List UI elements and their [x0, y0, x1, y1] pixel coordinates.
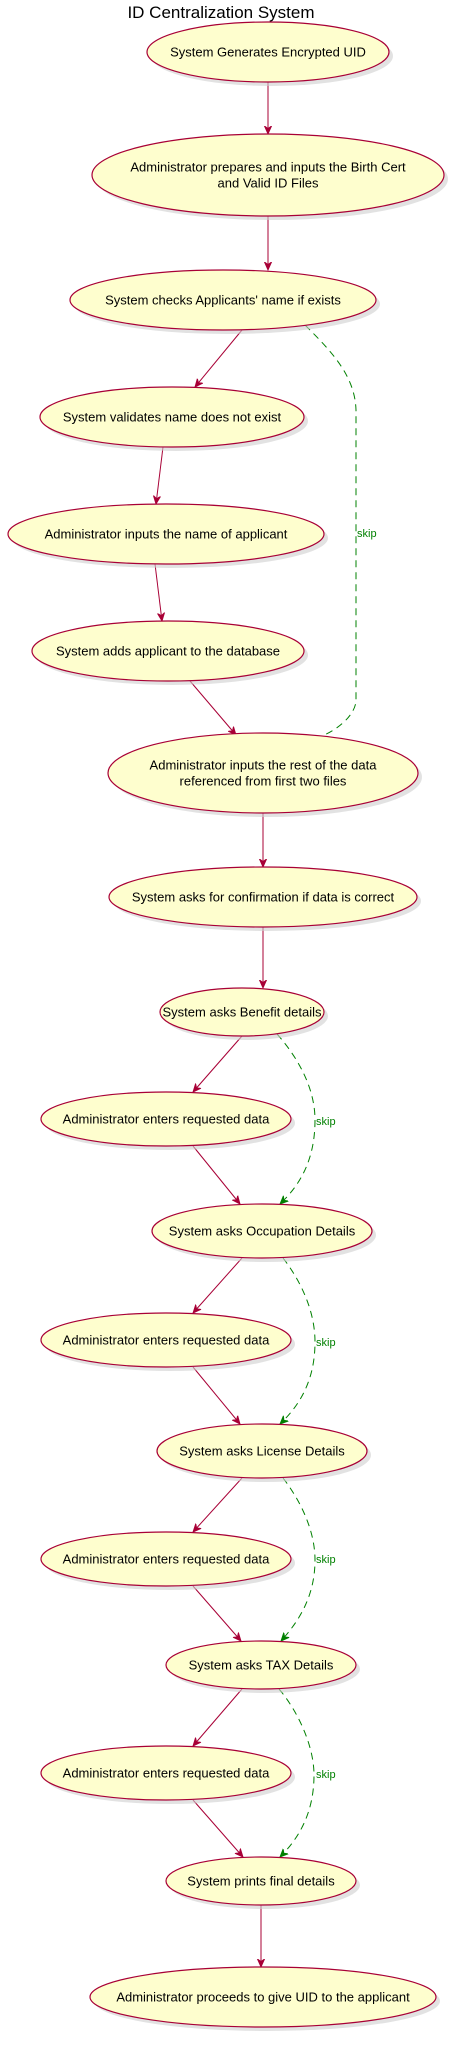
node-ellipse — [40, 1312, 292, 1368]
skip-edge-n11-n13 — [280, 1257, 316, 1424]
flow-edge-n5-n6 — [154, 563, 162, 621]
node-label: System prints final details — [187, 1874, 335, 1889]
flow-edge-n6-n7 — [189, 680, 236, 735]
usecase-node-n5: Administrator inputs the name of applica… — [7, 503, 328, 568]
usecase-node-n1: System Generates Encrypted UID — [146, 21, 393, 86]
node-label: System asks Occupation Details — [169, 1224, 356, 1239]
node-label: System adds applicant to the database — [56, 644, 280, 659]
node-ellipse — [7, 503, 325, 565]
node-ellipse — [108, 866, 418, 928]
node-label: Administrator prepares and inputs the Bi… — [130, 160, 406, 175]
flow-edge-n11-n12 — [193, 1257, 243, 1313]
usecase-node-n2: Administrator prepares and inputs the Bi… — [91, 133, 448, 220]
node-ellipse — [40, 1745, 292, 1801]
usecase-node-n11: System asks Occupation Details — [151, 1203, 376, 1262]
flow-edge-n14-n15 — [192, 1585, 241, 1641]
skip-edge-n15-n17 — [278, 1688, 315, 1857]
node-label: System asks License Details — [179, 1444, 345, 1459]
node-label: referenced from first two files — [180, 774, 347, 789]
flow-edge-n12-n13 — [192, 1366, 240, 1424]
usecase-node-n9: System asks Benefit details — [159, 987, 328, 1040]
flow-edge-n13-n14 — [193, 1477, 243, 1532]
flow-edge-n9-n10 — [193, 1035, 243, 1092]
skip-edge-n3-n7 — [304, 324, 357, 741]
node-ellipse — [40, 1531, 292, 1587]
node-label: System asks TAX Details — [189, 1658, 334, 1673]
skip-label: skip — [357, 528, 377, 540]
diagram-title: ID Centralization System — [127, 3, 314, 22]
node-ellipse — [40, 1091, 292, 1147]
usecase-node-n4: System validates name does not exist — [39, 386, 308, 451]
node-label: and Valid ID Files — [218, 176, 319, 191]
node-ellipse — [107, 732, 419, 814]
node-ellipse — [69, 269, 377, 331]
node-ellipse — [165, 1640, 357, 1690]
skip-label: skip — [316, 1769, 336, 1781]
flow-edge-n10-n11 — [192, 1145, 240, 1204]
node-ellipse — [89, 1966, 437, 2028]
skip-label: skip — [316, 1116, 336, 1128]
node-label: Administrator proceeds to give UID to th… — [116, 1990, 410, 2005]
node-label: System asks Benefit details — [163, 1005, 322, 1020]
usecase-node-n13: System asks License Details — [156, 1423, 371, 1482]
usecase-node-n8: System asks for confirmation if data is … — [108, 866, 421, 931]
node-label: Administrator inputs the rest of the dat… — [150, 758, 378, 773]
node-label: Administrator enters requested data — [63, 1112, 270, 1127]
node-label: Administrator enters requested data — [63, 1552, 270, 1567]
skip-edge-n9-n11 — [276, 1033, 316, 1204]
usecase-node-n18: Administrator proceeds to give UID to th… — [89, 1966, 440, 2031]
usecase-node-n14: Administrator enters requested data — [40, 1531, 295, 1590]
skip-edge-n13-n15 — [281, 1477, 316, 1641]
node-ellipse — [159, 987, 325, 1037]
nodes-layer: System Generates Encrypted UID Administra… — [7, 21, 448, 2031]
node-label: System asks for confirmation if data is … — [132, 890, 395, 905]
usecase-node-n10: Administrator enters requested data — [40, 1091, 295, 1150]
node-label: System validates name does not exist — [63, 410, 282, 425]
flow-edge-n3-n4 — [195, 329, 243, 387]
usecase-node-n16: Administrator enters requested data — [40, 1745, 295, 1804]
usecase-node-n15: System asks TAX Details — [165, 1640, 360, 1693]
node-ellipse — [31, 620, 305, 682]
node-label: System Generates Encrypted UID — [170, 45, 366, 60]
node-ellipse — [165, 1856, 357, 1906]
usecase-node-n12: Administrator enters requested data — [40, 1312, 295, 1371]
node-ellipse — [146, 21, 390, 83]
flow-edge-n16-n17 — [192, 1799, 243, 1857]
skip-label: skip — [316, 1554, 336, 1566]
node-ellipse — [39, 386, 305, 448]
node-label: System checks Applicants' name if exists — [105, 293, 341, 308]
usecase-node-n6: System adds applicant to the database — [31, 620, 308, 685]
node-label: Administrator enters requested data — [63, 1333, 270, 1348]
flow-edge-n4-n5 — [156, 446, 164, 504]
node-ellipse — [91, 133, 445, 217]
usecase-node-n3: System checks Applicants' name if exists — [69, 269, 380, 334]
usecase-node-n7: Administrator inputs the rest of the dat… — [107, 732, 422, 817]
skip-label: skip — [316, 1337, 336, 1349]
node-ellipse — [156, 1423, 368, 1479]
flow-edge-n15-n16 — [193, 1688, 243, 1746]
usecase-node-n17: System prints final details — [165, 1856, 360, 1909]
edges-layer: skip skip skip skip skip — [155, 82, 377, 1967]
node-label: Administrator inputs the name of applica… — [45, 527, 288, 542]
node-ellipse — [151, 1203, 373, 1259]
node-label: Administrator enters requested data — [63, 1766, 270, 1781]
